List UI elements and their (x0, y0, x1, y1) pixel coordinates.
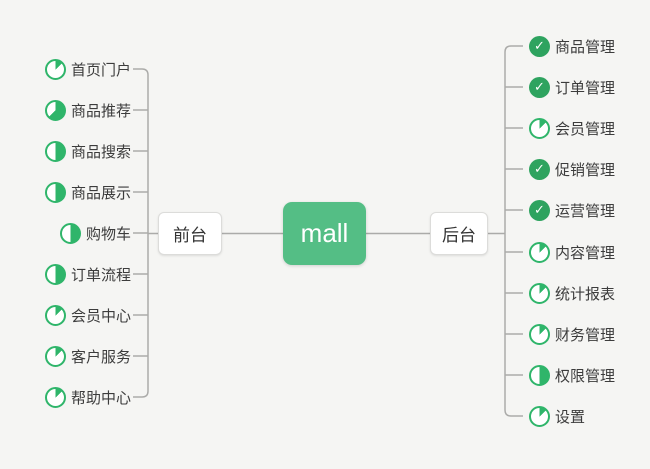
check-icon (529, 35, 550, 57)
root-node-label: mall (300, 218, 349, 248)
progress-pie-icon (44, 386, 66, 408)
back-item-member[interactable]: 会员管理 (529, 115, 615, 141)
progress-pie-icon (44, 99, 66, 121)
back-item-label: 内容管理 (555, 244, 616, 262)
front-item-label: 购物车 (85, 225, 131, 243)
front-item-label: 首页门户 (70, 61, 131, 79)
back-item-label: 订单管理 (555, 79, 616, 97)
back-item-authority[interactable]: 权限管理 (529, 362, 615, 388)
back-item-label: 统计报表 (555, 285, 616, 303)
front-item-recommend[interactable]: 商品推荐 (44, 97, 131, 123)
front-item-label: 商品展示 (70, 184, 131, 202)
branch-front-label: 前台 (173, 226, 207, 245)
front-item-display[interactable]: 商品展示 (44, 179, 131, 205)
progress-pie-icon (529, 241, 550, 263)
check-icon (529, 199, 550, 221)
progress-pie-icon (59, 222, 81, 244)
front-item-home[interactable]: 首页门户 (44, 56, 131, 82)
check-icon (529, 158, 550, 180)
progress-pie-icon (44, 140, 66, 162)
front-item-help[interactable]: 帮助中心 (44, 384, 131, 410)
progress-pie-icon (44, 58, 66, 80)
front-item-member[interactable]: 会员中心 (44, 302, 131, 328)
front-item-cart[interactable]: 购物车 (59, 220, 131, 246)
front-item-label: 订单流程 (70, 266, 131, 284)
back-item-report[interactable]: 统计报表 (529, 280, 615, 306)
check-icon (529, 76, 550, 98)
back-item-label: 设置 (555, 408, 586, 426)
back-item-content[interactable]: 内容管理 (529, 239, 615, 265)
front-item-label: 商品推荐 (70, 102, 131, 120)
back-item-label: 促销管理 (555, 161, 616, 179)
back-item-label: 运营管理 (555, 202, 616, 220)
progress-pie-icon (529, 323, 550, 345)
progress-pie-icon (529, 405, 550, 427)
back-item-promotion[interactable]: 促销管理 (529, 156, 615, 182)
branch-back-label: 后台 (442, 226, 476, 245)
front-item-search[interactable]: 商品搜索 (44, 138, 131, 164)
front-item-label: 帮助中心 (70, 389, 131, 407)
branch-node-front[interactable]: 前台 (158, 212, 222, 255)
front-item-order[interactable]: 订单流程 (44, 261, 131, 287)
back-item-finance[interactable]: 财务管理 (529, 321, 615, 347)
progress-pie-icon (44, 304, 66, 326)
front-item-label: 商品搜索 (70, 143, 131, 161)
back-item-order[interactable]: 订单管理 (529, 74, 615, 100)
progress-pie-icon (529, 117, 550, 139)
branch-node-back[interactable]: 后台 (430, 212, 488, 255)
front-item-label: 会员中心 (70, 307, 131, 325)
back-item-product[interactable]: 商品管理 (529, 33, 615, 59)
back-item-settings[interactable]: 设置 (529, 403, 585, 429)
front-item-service[interactable]: 客户服务 (44, 343, 131, 369)
back-item-label: 财务管理 (555, 326, 616, 344)
progress-pie-icon (44, 345, 66, 367)
back-item-operation[interactable]: 运营管理 (529, 197, 615, 223)
back-item-label: 商品管理 (555, 38, 616, 56)
front-item-label: 客户服务 (70, 348, 131, 366)
back-item-label: 权限管理 (555, 367, 616, 385)
progress-pie-icon (529, 282, 550, 304)
progress-pie-icon (529, 364, 550, 386)
progress-pie-icon (44, 263, 66, 285)
progress-pie-icon (44, 181, 66, 203)
root-node-mall[interactable]: mall (283, 202, 366, 265)
back-item-label: 会员管理 (555, 120, 616, 138)
